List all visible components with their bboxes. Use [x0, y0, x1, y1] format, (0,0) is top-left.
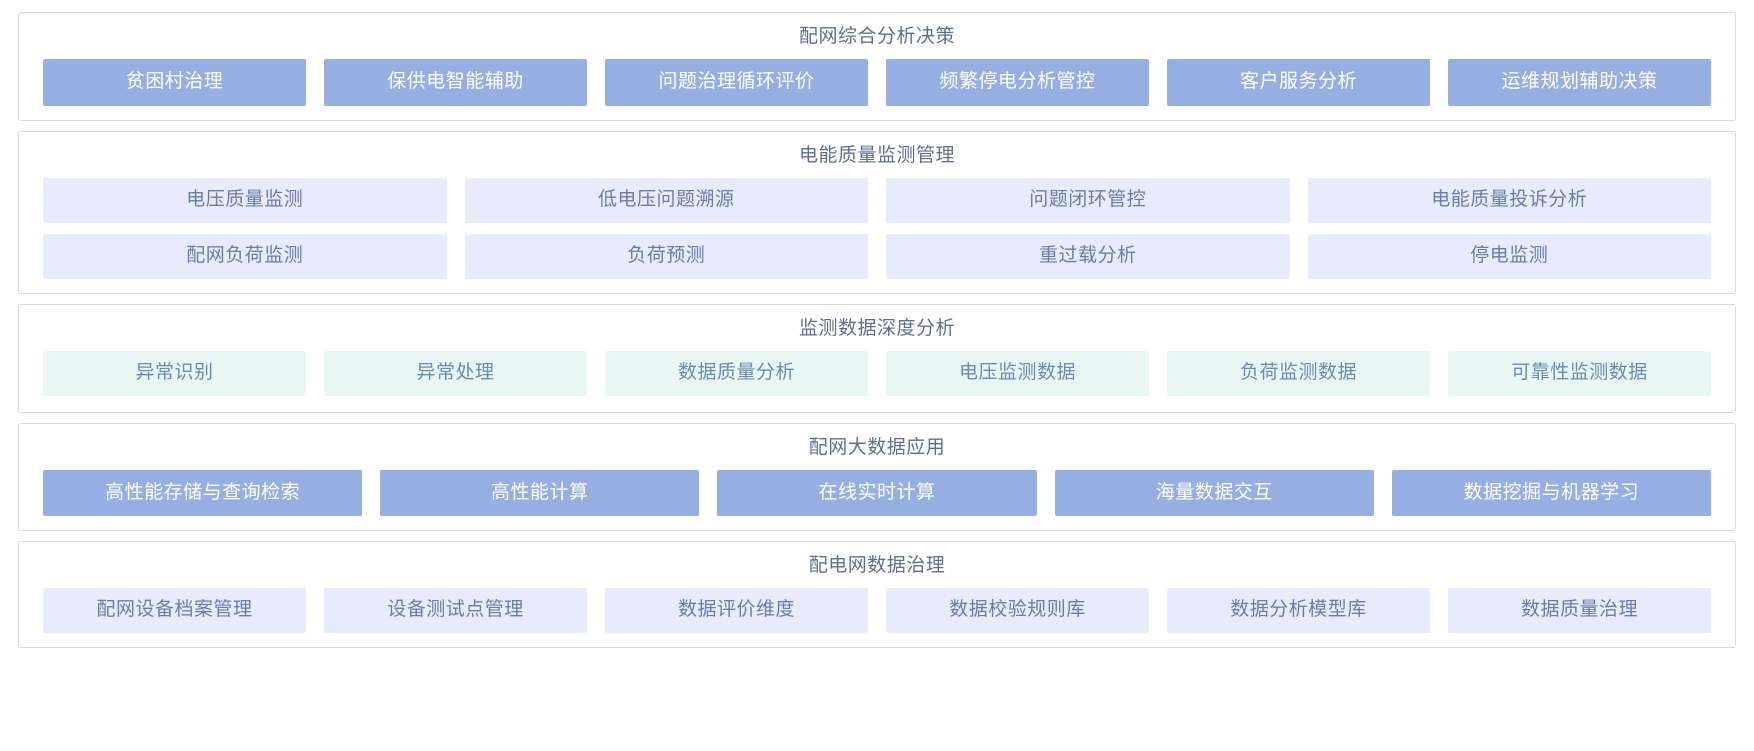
module-tile[interactable]: 可靠性监测数据	[1448, 351, 1711, 396]
module-tile[interactable]: 异常识别	[43, 351, 306, 396]
module-tile[interactable]: 负荷预测	[464, 234, 868, 279]
module-tile[interactable]: 高性能计算	[380, 470, 700, 516]
tile-row: 配网负荷监测负荷预测重过载分析停电监测	[43, 234, 1711, 279]
section-title: 配网综合分析决策	[798, 26, 955, 47]
section-title: 电能质量监测管理	[798, 145, 955, 166]
module-tile[interactable]: 停电监测	[1307, 234, 1711, 279]
module-tile[interactable]: 配网设备档案管理	[43, 588, 306, 633]
module-tile[interactable]: 异常处理	[324, 351, 587, 396]
module-tile[interactable]: 低电压问题溯源	[464, 178, 868, 223]
module-tile[interactable]: 重过载分析	[886, 234, 1290, 279]
module-tile[interactable]: 设备测试点管理	[324, 588, 587, 633]
module-tile[interactable]: 运维规划辅助决策	[1448, 59, 1711, 106]
module-tile[interactable]: 数据质量分析	[605, 351, 868, 396]
module-tile[interactable]: 数据挖掘与机器学习	[1391, 470, 1712, 516]
tile-row: 贫困村治理保供电智能辅助问题治理循环评价频繁停电分析管控客户服务分析运维规划辅助…	[43, 59, 1711, 106]
module-tile[interactable]: 频繁停电分析管控	[886, 59, 1149, 106]
tile-row: 高性能存储与查询检索高性能计算在线实时计算海量数据交互数据挖掘与机器学习	[43, 470, 1712, 516]
section-title: 配电网数据治理	[808, 555, 946, 576]
tile-row: 电压质量监测低电压问题溯源问题闭环管控电能质量投诉分析	[43, 178, 1711, 223]
section-panel: 配网大数据应用高性能存储与查询检索高性能计算在线实时计算海量数据交互数据挖掘与机…	[18, 423, 1736, 531]
module-tile[interactable]: 数据分析模型库	[1167, 588, 1430, 633]
module-tile[interactable]: 海量数据交互	[1054, 470, 1374, 516]
module-tile[interactable]: 问题闭环管控	[886, 178, 1290, 223]
module-tile[interactable]: 保供电智能辅助	[324, 59, 587, 106]
module-tile[interactable]: 数据校验规则库	[886, 588, 1149, 633]
section-title: 监测数据深度分析	[798, 318, 955, 339]
section-panel: 电能质量监测管理电压质量监测低电压问题溯源问题闭环管控电能质量投诉分析配网负荷监…	[18, 131, 1736, 294]
module-tile[interactable]: 贫困村治理	[43, 59, 306, 106]
module-tile[interactable]: 在线实时计算	[717, 470, 1037, 516]
module-tile[interactable]: 数据质量治理	[1448, 588, 1711, 633]
module-tile[interactable]: 电压监测数据	[886, 351, 1149, 396]
module-tile[interactable]: 配网负荷监测	[43, 234, 447, 279]
module-tile[interactable]: 问题治理循环评价	[605, 59, 868, 106]
module-tile[interactable]: 负荷监测数据	[1167, 351, 1430, 396]
tile-row: 异常识别异常处理数据质量分析电压监测数据负荷监测数据可靠性监测数据	[43, 351, 1711, 396]
tile-row: 配网设备档案管理设备测试点管理数据评价维度数据校验规则库数据分析模型库数据质量治…	[43, 588, 1711, 633]
section-panel: 监测数据深度分析异常识别异常处理数据质量分析电压监测数据负荷监测数据可靠性监测数…	[18, 304, 1736, 413]
module-tile[interactable]: 客户服务分析	[1167, 59, 1430, 106]
module-tile[interactable]: 电压质量监测	[43, 178, 447, 223]
section-panel: 配网综合分析决策贫困村治理保供电智能辅助问题治理循环评价频繁停电分析管控客户服务…	[18, 12, 1736, 121]
section-panel: 配电网数据治理配网设备档案管理设备测试点管理数据评价维度数据校验规则库数据分析模…	[18, 541, 1736, 648]
section-title: 配网大数据应用	[808, 437, 946, 458]
module-tile[interactable]: 电能质量投诉分析	[1307, 178, 1711, 223]
module-tile[interactable]: 高性能存储与查询检索	[43, 470, 363, 516]
module-tile[interactable]: 数据评价维度	[605, 588, 868, 633]
